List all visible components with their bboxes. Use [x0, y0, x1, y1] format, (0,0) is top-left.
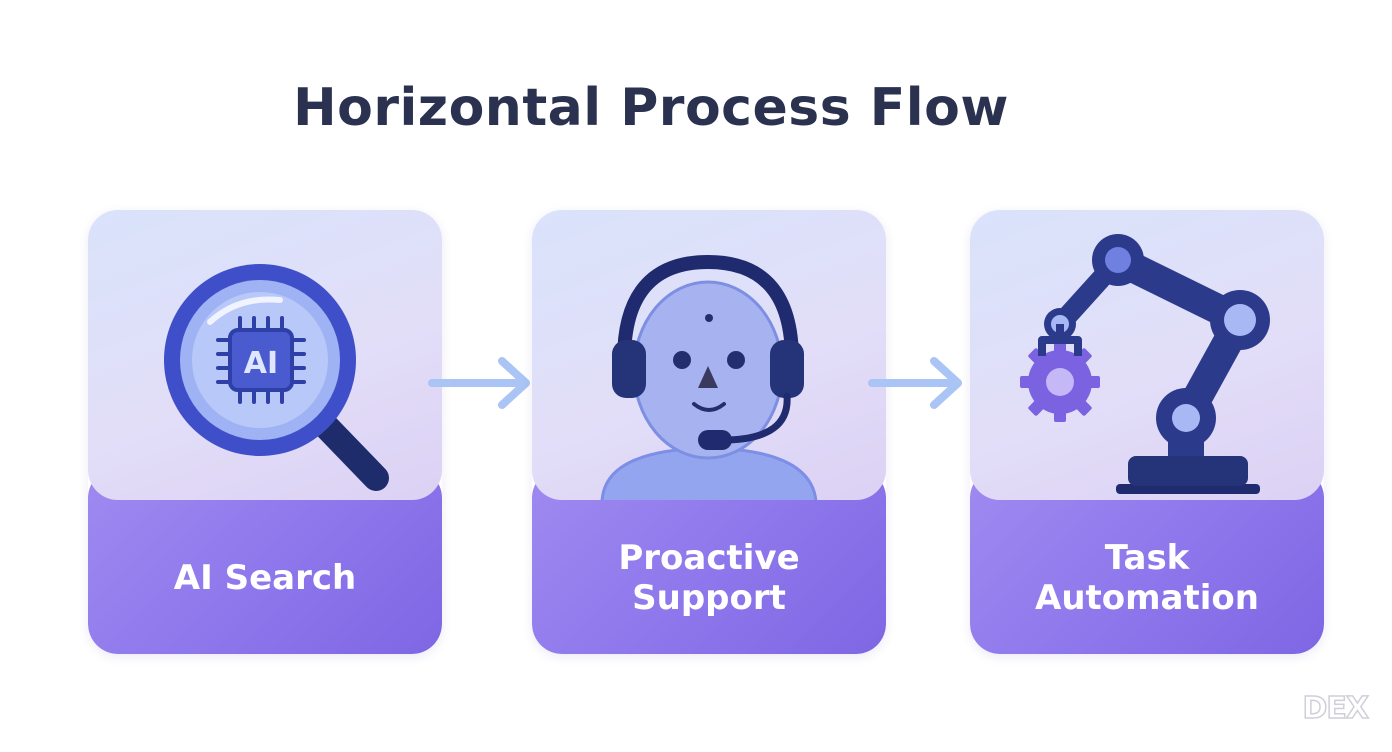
- step-card-task-automation: Task Automation: [970, 210, 1324, 654]
- step-icon-panel: AI: [88, 210, 442, 500]
- support-agent-headset-icon: [600, 254, 818, 500]
- arrow-right-icon: [868, 357, 962, 409]
- diagram-title: Horizontal Process Flow: [293, 78, 1009, 138]
- step-label: Task Automation: [1035, 538, 1259, 618]
- step-card-ai-search: AI Search AI: [88, 210, 442, 654]
- robotic-arm-gear-icon: [1020, 234, 1270, 494]
- step-label: Proactive Support: [618, 538, 800, 618]
- step-label: AI Search: [173, 558, 357, 598]
- step-icon-panel: [532, 210, 886, 500]
- step-card-proactive-support: Proactive Support: [532, 210, 886, 654]
- step-icon-panel: [970, 210, 1324, 500]
- ai-search-magnifier-icon: AI: [164, 264, 389, 491]
- chip-label: AI: [244, 346, 278, 381]
- watermark-logo: DEX: [1302, 690, 1370, 727]
- arrow-right-icon: [428, 357, 530, 409]
